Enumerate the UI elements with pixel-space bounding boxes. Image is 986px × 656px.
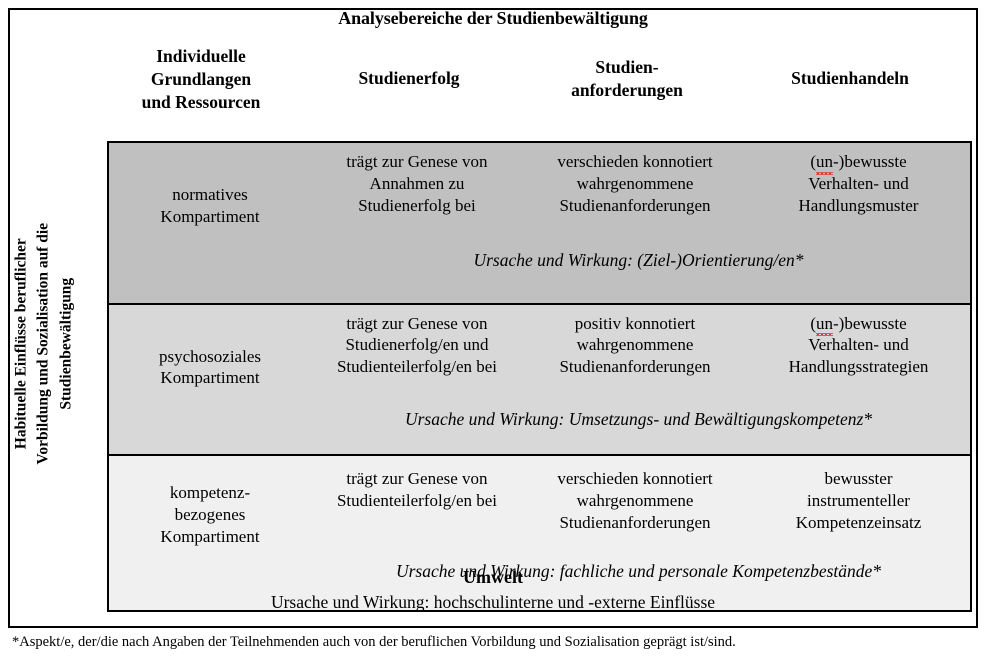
left-axis-label-line: Vorbildung und Sozialisation auf die — [34, 222, 52, 465]
column-header-line: Grundlangen — [150, 69, 252, 90]
column-header-line: Studienhandeln — [791, 68, 909, 88]
cell-line: Annahmen zu — [369, 173, 465, 193]
cell-studienanforderungen: verschieden konnotiert wahrgenommene Stu… — [523, 151, 747, 216]
analysis-matrix: normatives Kompartiment trägt zur Genese… — [107, 141, 972, 613]
column-header-studienhandeln: Studienhandeln — [738, 45, 962, 90]
cell-line: Verhalten- und — [808, 173, 909, 193]
cell-studienanforderungen: positiv konnotiert wahrgenommene Studien… — [523, 313, 747, 378]
matrix-row: kompetenz- bezogenes Kompartiment trägt … — [109, 456, 970, 611]
cell-compartment: psychosoziales Kompartiment — [109, 313, 311, 390]
cell-line: Kompartiment — [160, 526, 260, 546]
text-post: -)bewusste — [833, 313, 907, 333]
left-axis-label-line: Habituelle Einflüsse beruflicher — [12, 238, 30, 450]
cell-studienhandeln: bewusster instrumenteller Kompetenzeinsa… — [747, 468, 970, 533]
column-header-individuelle-grundlagen: Individuelle Grundlangen und Ressourcen — [100, 45, 302, 114]
text-post: -)bewusste — [833, 152, 907, 171]
row-note-ursache-wirkung: Ursache und Wirkung: fachliche und perso… — [395, 561, 882, 582]
column-header-line: Individuelle — [156, 46, 246, 66]
figure-footnote: *Aspekt/e, der/die nach Angaben der Teil… — [12, 634, 736, 650]
cell-studienerfolg: trägt zur Genese von Studienerfolg/en un… — [311, 313, 523, 378]
cell-line: Kompartiment — [160, 368, 260, 388]
column-header-line: anforderungen — [571, 80, 683, 101]
cell-line: Studienerfolg/en und — [345, 335, 489, 355]
cell-line: instrumenteller — [807, 490, 910, 510]
spellcheck-error-text: un — [816, 313, 833, 336]
cell-line: wahrgenommene — [576, 173, 694, 193]
cell-line: Studienerfolg bei — [358, 195, 476, 215]
cell-line: verschieden konnotiert — [557, 152, 713, 171]
column-header-row: Individuelle Grundlangen und Ressourcen … — [100, 45, 962, 114]
cell-compartment: normatives Kompartiment — [109, 151, 311, 228]
cell-studienerfolg: trägt zur Genese von Studienteilerfolg/e… — [311, 468, 523, 512]
cell-line: kompetenz- — [169, 483, 251, 502]
cell-line: verschieden konnotiert — [557, 469, 713, 488]
cell-line: trägt zur Genese von — [346, 152, 488, 171]
cell-line: wahrgenommene — [576, 490, 694, 510]
text-pre: ( — [810, 313, 816, 333]
matrix-row: normatives Kompartiment trägt zur Genese… — [109, 143, 970, 305]
spellcheck-error-text: un — [816, 152, 833, 175]
cell-line: psychosoziales — [159, 346, 261, 366]
figure-top-title: Analysebereiche der Studienbewältigung — [338, 8, 648, 28]
column-header-studienanforderungen: Studien- anforderungen — [516, 45, 738, 102]
cell-line: Studienteilerfolg/en bei — [336, 490, 498, 510]
cell-line: Handlungsmuster — [798, 195, 919, 215]
cell-line: Studienanforderungen — [559, 357, 711, 376]
figure-outer-frame — [8, 8, 978, 628]
left-axis-label: Habituelle Einflüsse beruflicher Vorbild… — [10, 134, 77, 554]
environment-title: Umwelt — [463, 567, 523, 587]
cell-line: Verhalten- und — [808, 335, 909, 355]
cell-line: bezogenes — [174, 504, 246, 524]
matrix-row-cells: normatives Kompartiment trägt zur Genese… — [109, 143, 970, 228]
text-post: bewusster — [824, 469, 893, 488]
matrix-row: psychosoziales Kompartiment trägt zur Ge… — [109, 304, 970, 456]
cell-studienerfolg: trägt zur Genese von Annahmen zu Studien… — [311, 151, 523, 216]
column-header-line: Studien- — [595, 57, 659, 77]
cell-line: trägt zur Genese von — [346, 313, 488, 333]
cell-line: trägt zur Genese von — [346, 469, 488, 488]
cell-line-spellchecked: (un-)bewusste — [747, 151, 970, 175]
cell-line: Studienanforderungen — [559, 512, 711, 532]
environment-subtitle: Ursache und Wirkung: hochschulinterne un… — [270, 591, 716, 612]
cell-line: Kompartiment — [160, 206, 260, 226]
column-header-line: Studienerfolg — [358, 68, 460, 88]
cell-line: positiv konnotiert — [574, 313, 696, 333]
cell-line: wahrgenommene — [576, 335, 694, 355]
text-pre: ( — [810, 152, 816, 171]
cell-line-spellchecked: bewusster — [747, 468, 970, 490]
cell-line: normatives — [172, 185, 248, 204]
cell-studienhandeln: (un-)bewusste Verhalten- und Handlungsst… — [747, 313, 970, 378]
row-note-ursache-wirkung: Ursache und Wirkung: Umsetzungs- und Bew… — [404, 409, 873, 429]
matrix-row-cells: kompetenz- bezogenes Kompartiment trägt … — [109, 456, 970, 547]
row-note-ursache-wirkung: Ursache und Wirkung: (Ziel-)Orientierung… — [473, 249, 804, 270]
cell-line: Studienanforderungen — [559, 195, 711, 215]
cell-line: Studienteilerfolg/en bei — [336, 357, 498, 376]
cell-studienanforderungen: verschieden konnotiert wahrgenommene Stu… — [523, 468, 747, 533]
cell-line: Kompetenzeinsatz — [795, 512, 922, 532]
environment-block: Umwelt Ursache und Wirkung: hochschulint… — [8, 563, 978, 613]
cell-compartment: kompetenz- bezogenes Kompartiment — [109, 468, 311, 547]
left-axis-label-line: Studienbewältigung — [57, 277, 75, 410]
matrix-row-cells: psychosoziales Kompartiment trägt zur Ge… — [109, 305, 970, 390]
column-header-studienerfolg: Studienerfolg — [302, 45, 516, 90]
cell-line-spellchecked: (un-)bewusste — [747, 313, 970, 336]
cell-studienhandeln: (un-)bewusste Verhalten- und Handlungsmu… — [747, 151, 970, 216]
column-header-line: und Ressourcen — [141, 92, 261, 113]
cell-line: Handlungsstrategien — [788, 357, 929, 376]
